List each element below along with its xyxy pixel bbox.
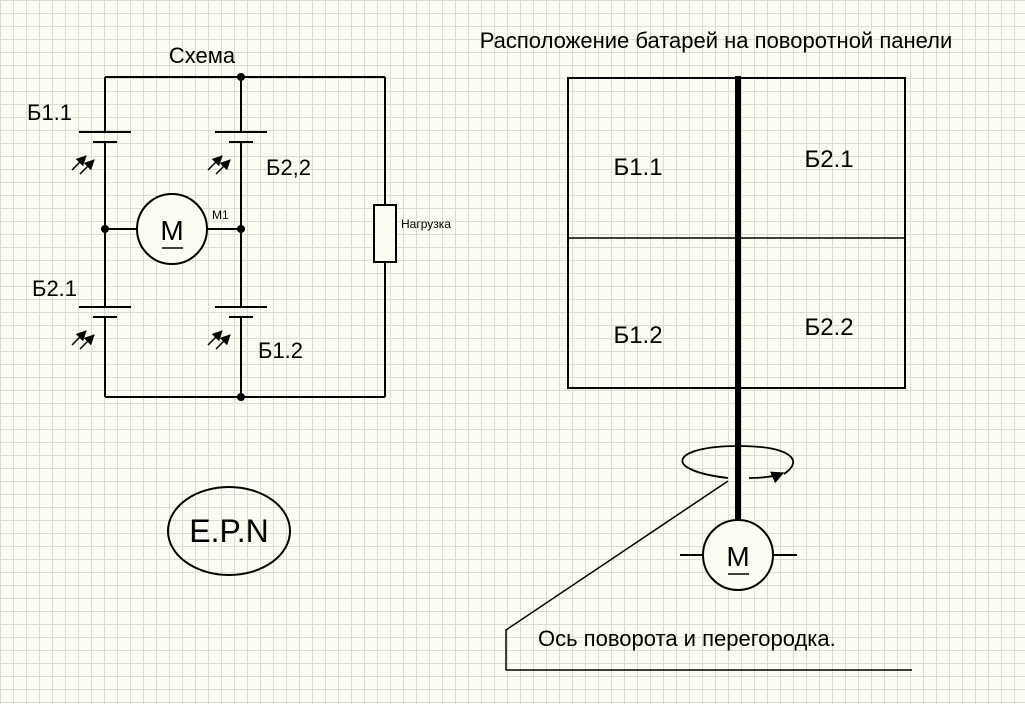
rotation-arrow-icon — [681, 445, 795, 484]
axis-callout-leader — [505, 480, 912, 671]
battery-label-b1-2: Б1.2 — [258, 338, 303, 363]
panel-cell-b1-2: Б1.2 — [613, 322, 662, 349]
motor-symbol-letter: M — [160, 215, 183, 246]
logo-text: E.P.N — [189, 513, 268, 549]
battery-label-b1-1: Б1.1 — [27, 100, 72, 125]
schema-title: Схема — [169, 43, 236, 68]
load-label: Нагрузка — [401, 217, 451, 231]
panel-cell-b2-1: Б2.1 — [804, 146, 853, 173]
panel-cell-b1-1: Б1.1 — [613, 154, 662, 181]
logo-ellipse — [167, 486, 291, 576]
junction-dots — [101, 73, 245, 401]
battery-b1-1-symbol — [72, 131, 131, 174]
battery-b2-1-symbol — [72, 306, 131, 349]
battery-b1-2-symbol — [208, 306, 267, 349]
panel-motor-letter: M — [726, 541, 749, 572]
panel-cell-b2-2: Б2.2 — [804, 314, 853, 341]
load-resistor-symbol — [373, 204, 397, 263]
panel-title: Расположение батарей на поворотной панел… — [480, 28, 953, 53]
axis-callout-note: Ось поворота и перегородка. — [538, 626, 836, 651]
motor-m1-symbol — [136, 193, 208, 265]
battery-label-b2-1: Б2.1 — [32, 276, 77, 301]
battery-label-b2-2: Б2,2 — [266, 155, 311, 180]
panel-motor-symbol — [680, 519, 797, 591]
circuit-wires — [104, 76, 386, 398]
battery-b2-2-symbol — [208, 131, 267, 174]
motor-label: М1 — [212, 208, 229, 222]
